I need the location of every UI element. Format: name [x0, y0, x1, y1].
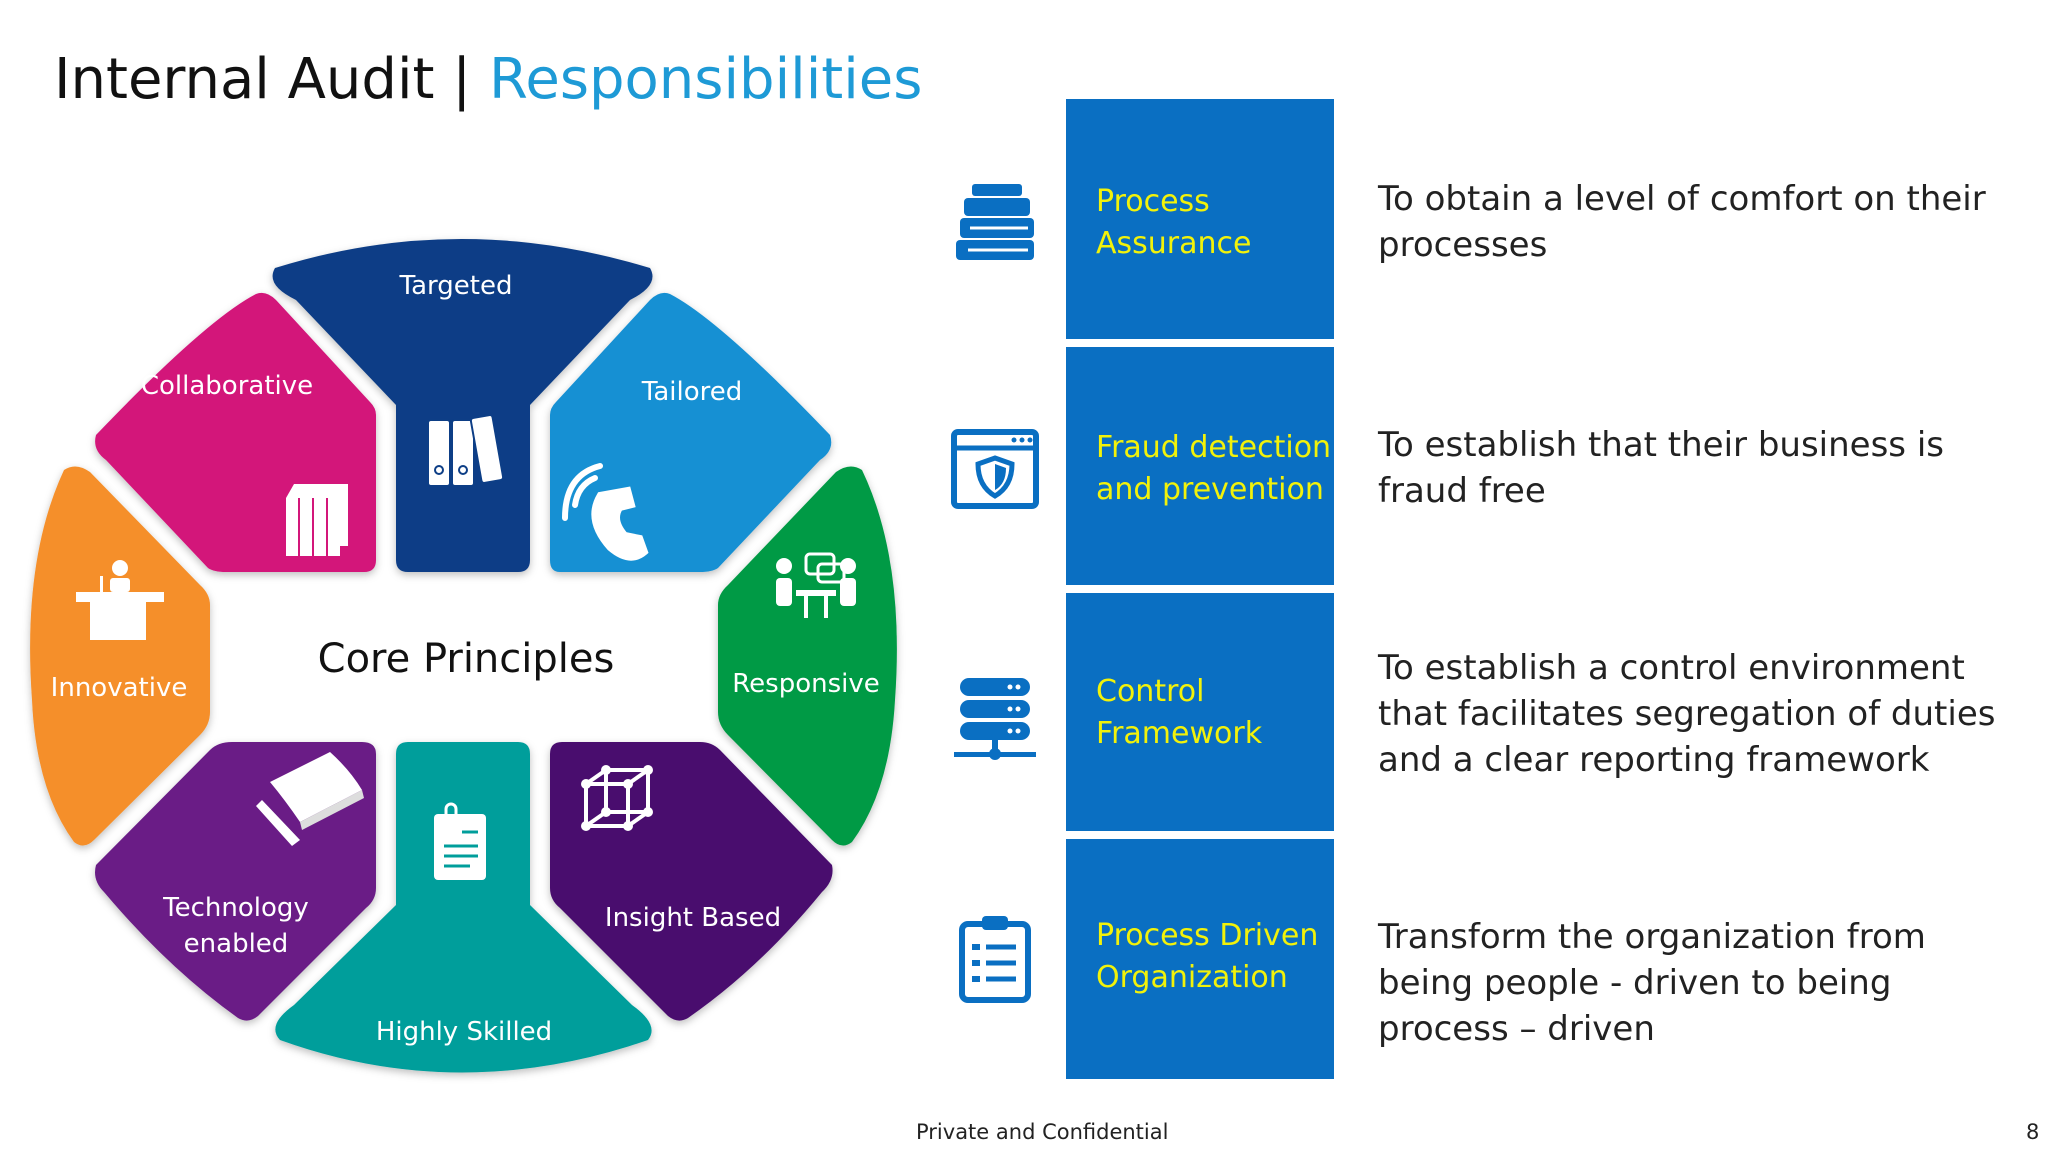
segment-innovative [30, 466, 211, 846]
label-responsive: Responsive [732, 669, 879, 699]
binders-icon [427, 414, 505, 487]
page-number: 8 [2026, 1120, 2040, 1144]
label-technology-enabled-2: enabled [184, 929, 289, 959]
segment-highly-skilled [275, 742, 652, 1073]
label-insight-based: Insight Based [605, 903, 781, 933]
box-title-1a: Process [1096, 184, 1210, 219]
box-title-3b: Framework [1096, 716, 1263, 751]
box-title-4a: Process Driven [1096, 918, 1319, 953]
box-fraud-detection: Fraud detection and prevention [1066, 347, 1334, 585]
books-stack-icon [956, 184, 1034, 260]
core-principles-label: Core Principles [318, 636, 615, 682]
box-process-assurance: Process Assurance [1066, 99, 1334, 339]
box-title-1b: Assurance [1096, 226, 1252, 261]
meeting-icon [776, 552, 856, 618]
box-title-3a: Control [1096, 674, 1205, 709]
shield-window-icon [951, 429, 1039, 509]
title-main: Internal Audit | [54, 47, 489, 112]
book-pen-icon [256, 752, 364, 846]
box-title-4b: Organization [1096, 960, 1288, 995]
footer-confidential: Private and Confidential [916, 1120, 1169, 1144]
desc-fraud-detection: To establish that their business is frau… [1378, 425, 1944, 511]
box-title-2a: Fraud detection [1096, 430, 1332, 465]
label-collaborative: Collaborative [141, 371, 313, 401]
box-control-framework: Control Framework [1066, 593, 1334, 831]
clipboard-icon [959, 916, 1031, 1003]
phone-icon [562, 463, 649, 561]
desc-control-framework: To establish a control environment that … [1378, 648, 1996, 780]
page-title: Internal Audit | Responsibilities [54, 44, 922, 116]
label-innovative: Innovative [51, 673, 188, 703]
desc-process-assurance: To obtain a level of comfort on their pr… [1378, 179, 1986, 265]
segment-targeted [272, 239, 653, 572]
speaker-desk-icon [76, 560, 164, 640]
desc-process-driven: Transform the organization from being pe… [1378, 917, 1926, 1049]
document-icon [434, 802, 486, 880]
box-process-driven: Process Driven Organization [1066, 839, 1334, 1079]
label-tailored: Tailored [641, 377, 742, 407]
server-icon [954, 678, 1036, 760]
label-highly-skilled: Highly Skilled [376, 1017, 552, 1047]
label-targeted: Targeted [399, 271, 513, 301]
title-accent: Responsibilities [488, 47, 923, 112]
cube-network-icon [581, 765, 653, 831]
books-icon [286, 484, 348, 556]
label-technology-enabled-1: Technology [162, 893, 309, 923]
box-title-2b: and prevention [1096, 472, 1324, 507]
